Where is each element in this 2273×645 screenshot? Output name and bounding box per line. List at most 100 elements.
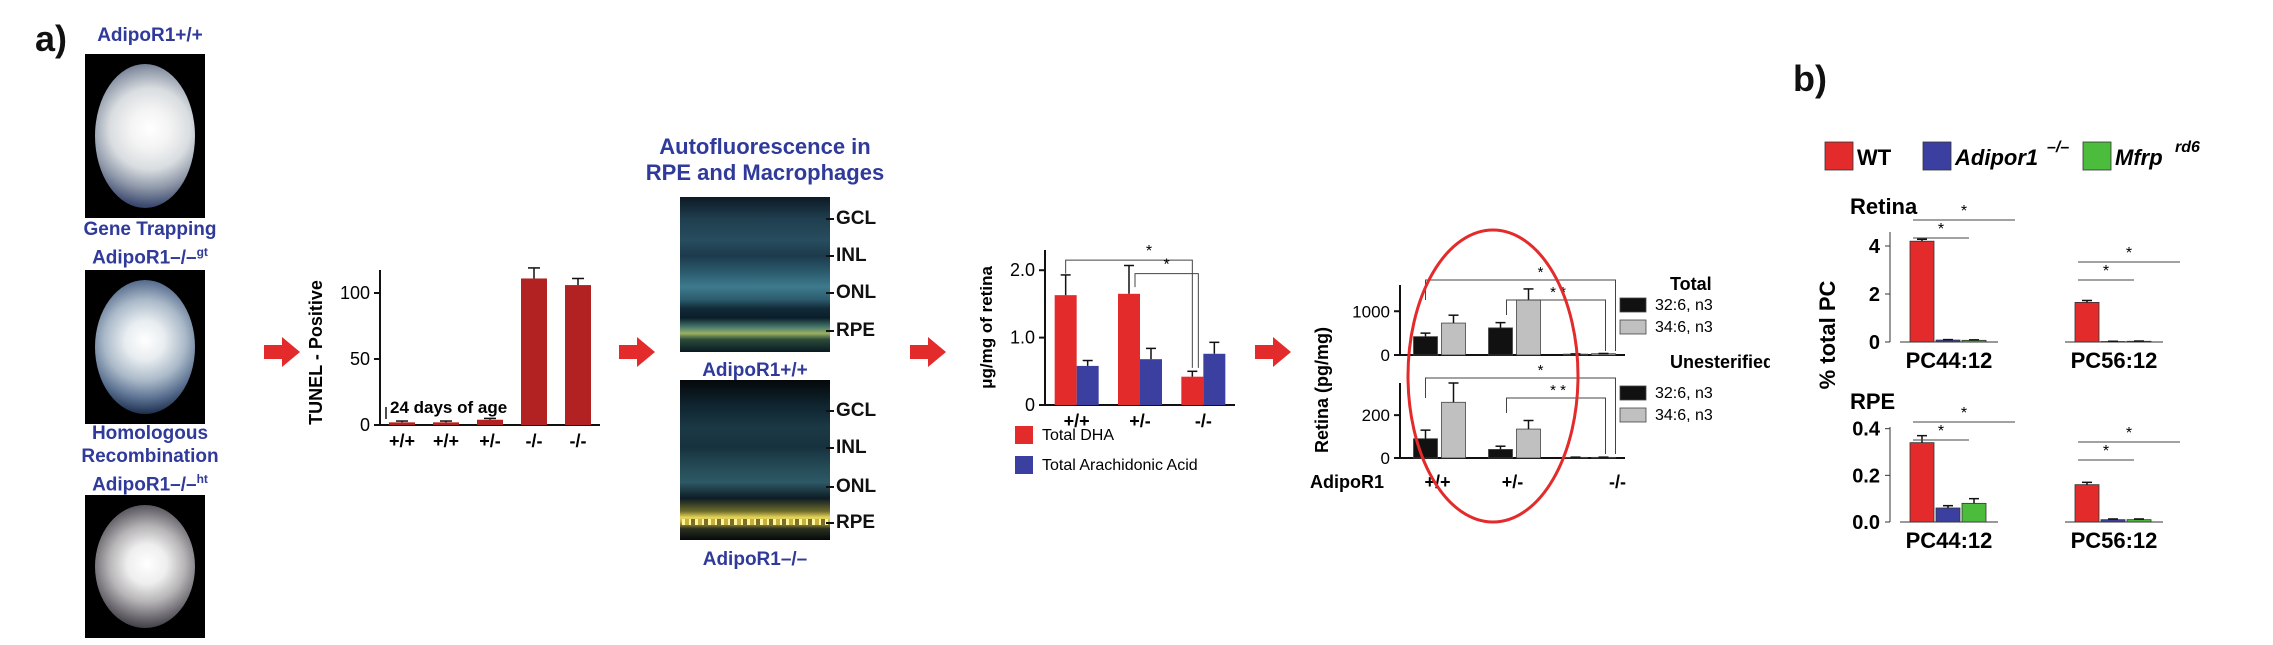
y-tick-label: 50 [350,349,370,369]
dha-aa-bar [1076,365,1099,405]
legend-label-sup: rd6 [2175,139,2200,156]
x-tick-label: PC44:12 [1906,528,1993,553]
y-tick-label: 200 [1362,406,1390,425]
pc-bar [1935,507,1961,523]
significance-bracket [1506,397,1606,454]
fundus-caption-gt-line1: Gene Trapping [83,219,217,240]
fundus-caption-ht-line1: Homologous [91,423,209,444]
y-tick-label: 0.4 [1852,419,1881,441]
tunel-bar [521,278,547,425]
retina-section-image-wt [680,197,830,352]
x-tick-label: +/+ [389,431,415,451]
significance-star: * [1938,221,1944,238]
autofluorescence-title-line1: Autofluorescence in [659,134,871,159]
fundus-caption-ht: Homologous Recombination AdipoR1–/–ht [55,422,245,496]
layer-tick [826,486,834,488]
subpanel-title: RPE [1850,389,1895,414]
x-tick-label: -/- [526,431,543,451]
significance-star: * [1961,405,1967,422]
pc-bar [2126,519,2152,523]
pc-bar [1961,502,1987,523]
legend-swatch [1015,456,1033,474]
x-tick-label: +/+ [433,431,459,451]
fundus-caption-gt: Gene Trapping AdipoR1–/–gt [55,218,245,269]
dha-aa-bar [1118,293,1140,405]
y-tick-label: 100 [340,283,370,303]
y-tick-label: 0 [1869,332,1880,354]
legend-label: Total Arachidonic Acid [1042,457,1198,474]
legend-title: Total [1670,274,1712,294]
y-tick-label: 1.0 [1010,328,1035,348]
dha-aa-bar [1054,295,1077,405]
legend-label: 32:6, n3 [1655,385,1713,402]
layer-label-bottom: INL [836,437,867,458]
retina-section-image-ko [680,380,830,540]
fundus-caption-gt-line2-wrap: AdipoR1–/–gt [55,241,245,269]
legend-label: Mfrp [2115,145,2163,170]
y-tick-label: 1000 [1352,302,1390,321]
legend-swatch [1015,426,1033,444]
significance-star: * [1164,257,1170,274]
tunel-bar [565,285,591,425]
x-tick-label: PC56:12 [2071,528,2158,553]
legend-swatch [1922,141,1952,171]
layer-label-top: RPE [836,320,876,341]
layer-label-bottom: ONL [836,476,877,497]
fundus-caption-gt-line2: AdipoR1–/– [92,247,197,269]
fundus-image-wt [85,54,205,218]
dha-aa-chart: 01.02.0μg/mg of retina+/++/--/-**Total D… [977,243,1235,474]
pc-bar [1909,240,1935,343]
y-axis-label: % total PC [1815,281,1840,390]
y-tick-label: 0 [360,415,370,435]
red-arrow-right-icon [1255,337,1291,367]
legend-title: Unesterified [1670,352,1770,372]
x-tick-label: -/- [1195,411,1212,431]
significance-bracket [1065,259,1193,368]
layer-tick [826,255,834,257]
fundus-caption-ht-sup: ht [196,472,208,486]
significance-star: * [1538,362,1544,379]
significance-bracket [1134,273,1199,368]
retina-section-caption-wt: AdipoR1+/+ [702,360,808,381]
retina-bar [1516,428,1541,459]
legend-label: Adipor1 [1954,145,2038,170]
dha-aa-bar [1140,359,1162,405]
fundus-image-ht [85,495,205,638]
significance-star: * * [1550,382,1566,399]
significance-star: * [1961,203,1967,220]
y-axis-label: Retina (pg/mg) [1312,327,1332,453]
annotation-label: 24 days of age [390,398,507,417]
significance-star: * [2126,245,2132,262]
x-tick-label: +/+ [1064,411,1090,431]
layer-label-top: INL [836,245,867,266]
y-axis-label: TUNEL - Positive [306,280,326,425]
significance-bracket [1506,299,1606,351]
retina-bar [1516,299,1541,356]
layer-label-bottom: RPE [836,512,876,533]
pc-bar [2100,519,2126,523]
significance-star: * [1938,423,1944,440]
x-axis-label: AdipoR1 [1310,472,1384,492]
fundus-image-gt [85,270,205,424]
fundus-caption-gt-sup: gt [196,245,208,259]
y-tick-label: 4 [1869,236,1881,258]
y-tick-label: 0.0 [1852,512,1880,534]
layer-label-bottom: GCL [836,400,877,421]
y-tick-label: 0 [1381,346,1390,365]
subpanel-title: Retina [1850,194,1918,219]
red-arrow-right-icon [910,337,946,367]
tunel-bar [389,422,415,425]
layer-tick [826,410,834,412]
dha-aa-bar [1181,376,1204,405]
legend-label: Total DHA [1042,427,1114,444]
dha-aa-bar [1203,353,1226,405]
autofluorescence-title-line2: RPE and Macrophages [645,160,885,185]
x-tick-label: PC44:12 [1906,348,1993,373]
legend-label: 32:6, n3 [1655,297,1713,314]
legend-label-sup: –/– [2047,139,2069,156]
x-tick-label: -/- [570,431,587,451]
legend-label: WT [1857,145,1892,170]
red-arrow-right-icon [619,337,655,367]
pc-bar [1935,339,1961,343]
significance-star: * [1538,264,1544,281]
